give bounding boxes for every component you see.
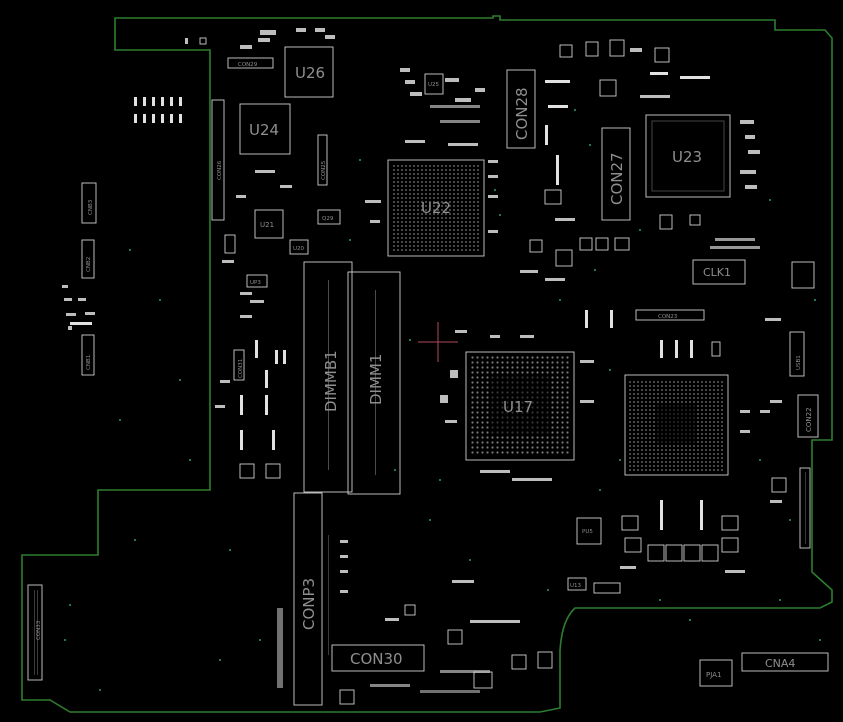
svg-text:UP3: UP3 bbox=[250, 280, 261, 286]
chip-u26: U26 bbox=[284, 46, 334, 98]
origin-crosshair bbox=[418, 322, 458, 362]
svg-text:U24: U24 bbox=[249, 121, 279, 139]
svg-text:CNB3: CNB3 bbox=[88, 199, 94, 215]
chip-u22: U22 bbox=[387, 159, 485, 257]
connector-pja1: PJA1 bbox=[699, 659, 733, 687]
svg-text:CON25: CON25 bbox=[321, 160, 327, 180]
connector-con31: CON31 bbox=[233, 349, 245, 381]
board-outline bbox=[21, 15, 833, 713]
pads-right-top bbox=[559, 39, 815, 358]
connector-cnb1: CNB1 bbox=[81, 334, 95, 376]
svg-text:PU5: PU5 bbox=[582, 529, 593, 535]
svg-text:U22: U22 bbox=[421, 199, 451, 217]
regulator-up3: UP3 bbox=[246, 274, 268, 288]
svg-text:DIMM1: DIMM1 bbox=[367, 354, 385, 405]
connector-con25: CON25 bbox=[317, 134, 328, 186]
connector-con28: CON28 bbox=[506, 69, 536, 149]
svg-text:U26: U26 bbox=[295, 64, 325, 82]
regulator-pu5: PU5 bbox=[576, 517, 602, 545]
pads-bottom-center bbox=[339, 580, 553, 705]
connector-cna4: CNA4 bbox=[741, 652, 829, 672]
svg-text:U13: U13 bbox=[570, 583, 582, 589]
connector-con30: CON30 bbox=[331, 644, 425, 672]
connector-con26: CON26 bbox=[211, 99, 225, 221]
svg-text:DIMMB1: DIMMB1 bbox=[322, 350, 340, 412]
connector-cnb3: CNB3 bbox=[81, 182, 97, 224]
chip-u24: U24 bbox=[239, 103, 291, 155]
svg-text:CON22: CON22 bbox=[805, 407, 813, 432]
connector-usb1: USB1 bbox=[789, 331, 805, 377]
chip-u13: U13 bbox=[567, 577, 587, 591]
svg-text:CNB1: CNB1 bbox=[86, 355, 92, 370]
svg-text:U20: U20 bbox=[293, 246, 305, 252]
clock-clk1: CLK1 bbox=[692, 259, 746, 285]
chip-u21: U21 bbox=[254, 209, 284, 239]
connector-cnb2: CNB2 bbox=[81, 239, 95, 279]
svg-text:U17: U17 bbox=[503, 398, 533, 416]
connector-con29: CON29 bbox=[227, 57, 274, 69]
resistor-array bbox=[134, 97, 182, 123]
pads-center-top bbox=[365, 68, 575, 233]
svg-text:CON23: CON23 bbox=[658, 314, 678, 320]
connector-conp3: CONP3 bbox=[293, 492, 323, 706]
svg-text:CON33: CON33 bbox=[36, 620, 42, 640]
svg-text:CNA4: CNA4 bbox=[765, 657, 795, 670]
vias bbox=[64, 109, 821, 691]
chip-bga-right bbox=[624, 374, 729, 476]
small-pads-left bbox=[62, 285, 95, 330]
connector-con35 bbox=[593, 582, 621, 594]
svg-text:CON29: CON29 bbox=[238, 62, 258, 68]
connector-con27: CON27 bbox=[601, 127, 631, 221]
svg-text:U21: U21 bbox=[260, 221, 274, 229]
svg-text:CON26: CON26 bbox=[217, 160, 223, 180]
connector-con23: CON23 bbox=[635, 309, 705, 321]
dimm-slot-dimmb1: DIMMB1 bbox=[303, 261, 353, 493]
svg-text:CON27: CON27 bbox=[608, 152, 626, 205]
transistor-q29: Q29 bbox=[317, 209, 341, 225]
pads-dimm-side bbox=[277, 535, 348, 688]
svg-text:USB1: USB1 bbox=[796, 355, 802, 370]
pads-around-u17 bbox=[440, 237, 630, 481]
svg-text:CON28: CON28 bbox=[513, 87, 531, 140]
svg-text:Q29: Q29 bbox=[322, 216, 334, 222]
svg-text:CON31: CON31 bbox=[238, 359, 244, 378]
svg-text:CLK1: CLK1 bbox=[703, 266, 731, 279]
connector-con22: CON22 bbox=[797, 394, 819, 438]
svg-text:CON30: CON30 bbox=[350, 650, 403, 668]
pads-right-bottom bbox=[620, 400, 811, 573]
dimm-slot-dimm1: DIMM1 bbox=[347, 271, 401, 495]
svg-text:CNB2: CNB2 bbox=[86, 257, 92, 272]
chip-u20: U20 bbox=[289, 239, 309, 255]
chip-u25: U25 bbox=[424, 73, 444, 95]
svg-text:PJA1: PJA1 bbox=[706, 671, 721, 679]
chip-u23: U23 bbox=[645, 114, 731, 198]
svg-text:CONP3: CONP3 bbox=[300, 578, 318, 630]
svg-text:U23: U23 bbox=[672, 148, 702, 166]
connector-con33: CON33 bbox=[27, 584, 43, 681]
pads-left-cluster bbox=[185, 28, 335, 479]
chip-u17: U17 bbox=[465, 351, 575, 461]
svg-text:U25: U25 bbox=[428, 82, 440, 88]
